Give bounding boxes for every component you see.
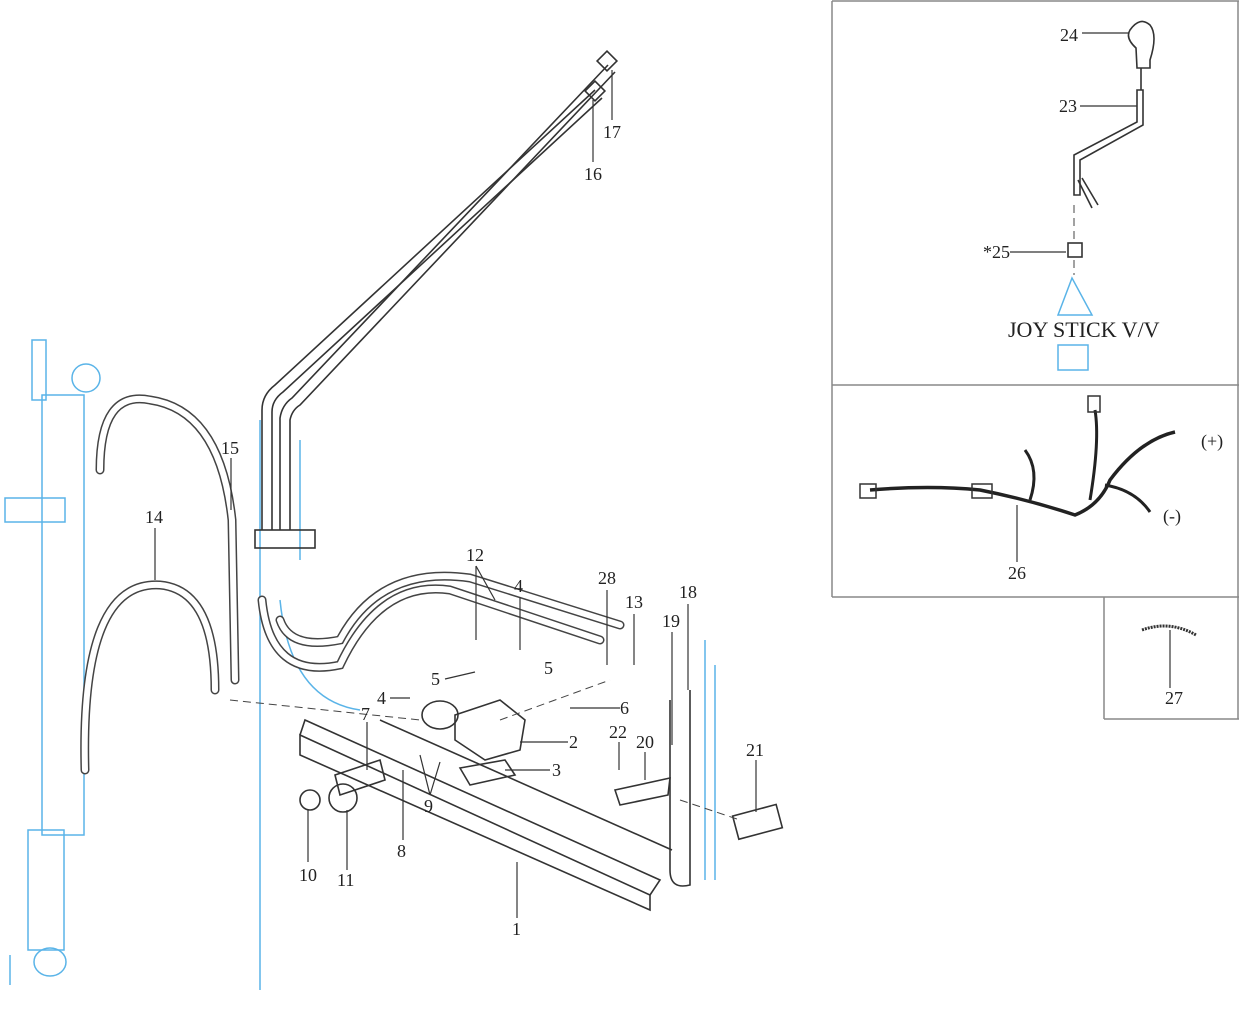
panel-borders bbox=[831, 0, 1239, 720]
callout-22: 22 bbox=[609, 722, 627, 742]
callout-28: 28 bbox=[598, 568, 616, 588]
callout-5: 5 bbox=[431, 669, 440, 689]
callout-2: 2 bbox=[569, 732, 578, 752]
callout-15: 15 bbox=[221, 438, 239, 458]
callout-4b: 4 bbox=[377, 688, 386, 708]
callout-25: *25 bbox=[983, 242, 1010, 262]
hoses bbox=[80, 394, 625, 775]
callout-5b: 5 bbox=[544, 658, 553, 678]
callout-6: 6 bbox=[620, 698, 629, 718]
callout-26: 26 bbox=[1008, 563, 1026, 583]
callout-24: 24 bbox=[1060, 25, 1078, 45]
callout-7: 7 bbox=[361, 704, 370, 724]
callout-23: 23 bbox=[1059, 96, 1077, 116]
boom-cylinder-phantom bbox=[4, 339, 716, 990]
callout-18: 18 bbox=[679, 582, 697, 602]
callout-27: 27 bbox=[1165, 688, 1183, 708]
callout-20: 20 bbox=[636, 732, 654, 752]
steel-tubes bbox=[254, 49, 619, 549]
joystick-title: JOY STICK V/V bbox=[1008, 317, 1160, 342]
valve-block bbox=[229, 679, 784, 841]
callout-labels: 1 2 3 4 4 5 5 6 7 8 9 10 11 12 13 14 15 … bbox=[145, 122, 764, 939]
callout-8: 8 bbox=[397, 841, 406, 861]
callout-16: 16 bbox=[584, 164, 602, 184]
callout-17: 17 bbox=[603, 122, 621, 142]
mounting-frame bbox=[299, 690, 691, 912]
joystick-panel: 24 23 *25 JOY STICK V/V bbox=[983, 20, 1160, 371]
positive-terminal-label: (+) bbox=[1201, 431, 1223, 452]
callout-19: 19 bbox=[662, 611, 680, 631]
callout-1: 1 bbox=[512, 919, 521, 939]
callout-4: 4 bbox=[514, 576, 523, 596]
callout-21: 21 bbox=[746, 740, 764, 760]
callout-9: 9 bbox=[424, 796, 433, 816]
callout-11: 11 bbox=[337, 870, 354, 890]
callout-3: 3 bbox=[552, 760, 561, 780]
callout-14: 14 bbox=[145, 507, 163, 527]
spring-panel: 27 bbox=[1141, 624, 1197, 708]
callout-13: 13 bbox=[625, 592, 643, 612]
callout-leaders bbox=[154, 70, 757, 918]
harness-panel: 26 (+) (-) bbox=[859, 395, 1223, 583]
callout-10: 10 bbox=[299, 865, 317, 885]
negative-terminal-label: (-) bbox=[1163, 506, 1181, 527]
callout-12: 12 bbox=[466, 545, 484, 565]
